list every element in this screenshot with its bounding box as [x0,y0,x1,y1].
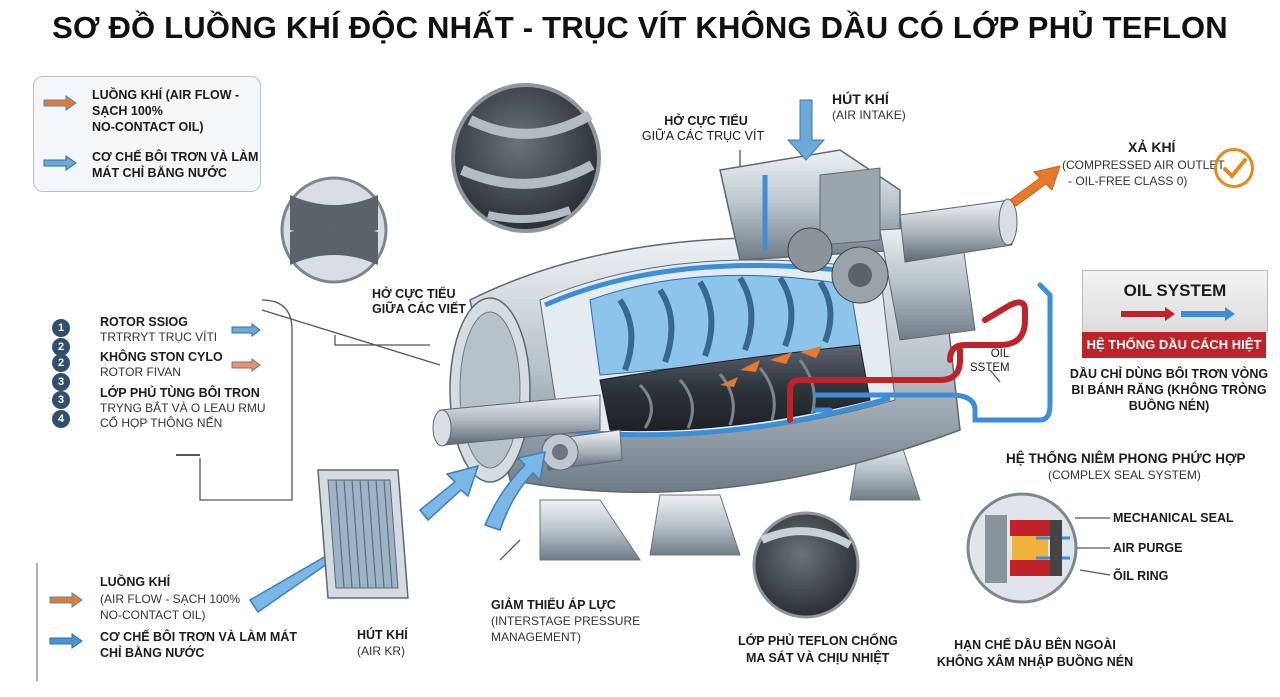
intake-arrow-icon [786,99,826,161]
legend-bottom-airflow-line1: LUỒNG KHÍ [100,575,171,589]
water-arrow-icon [231,323,261,337]
air-kr-label: HÚT KHÍ [357,628,408,642]
gap-top-label: HỞ CỰC TIỂU [664,114,748,128]
pressure-line2: (INTERSTAGE PRESSURE [491,614,641,628]
air-kr-sub: (AIR KR) [357,644,405,658]
seal-note-line2: KHÔNG XÂM NHẬP BUỒNG NÉN [936,655,1134,669]
list-item: 2 3 [52,353,70,391]
seal-title: HỆ THỐNG NIÊM PHONG PHỨC HỢP [1006,451,1246,466]
legend-top-airflow-line2: SẠCH 100% [92,104,163,118]
list-item-sub: CỔ HỌP THÔNG NẾN [100,416,223,430]
oil-system-panel: OIL SYSTEM HỆ THỐNG DẦU CÁCH HIỆT [1082,270,1268,358]
gear-oil-line3: BUỒNG NÉN) [1128,399,1210,413]
legend-bottom-water-line1: CƠ CHẾ BÔI TRƠN VÀ LÀM MÁT [100,630,298,644]
legend-top-airflow-line3: NO-CONTACT OIL) [92,120,204,134]
oil-stem-label-2: SSTEM [970,362,1010,374]
seal-sub: (COMPLEX SEAL SYSTEM) [1048,468,1201,482]
number-badge: 3 [52,391,70,409]
gear-oil-line2: BI BÁNH RĂNG (KHÔNG TRÒNG [1071,383,1267,397]
legend-bottom-border [36,563,38,681]
oil-stem-label: OIL [990,348,1010,360]
page-title: SƠ ĐỒ LUỒNG KHÍ ĐỘC NHẤT - TRỤC VÍT KHÔN… [52,10,1228,45]
legend-top [33,76,261,192]
seal-note-line1: HẠN CHẾ DẦU BÊN NGOÀI [954,638,1116,652]
list-item-sub: ROTOR FIVAN [100,365,181,379]
legend-bottom-airflow-line3: NO-CONTACT OIL) [100,608,206,622]
list-item-sub: TRTRRYT TRỤC VÍTI [100,330,218,344]
list-item-title: ROTOR SSIOG [100,315,188,329]
number-badge: 2 [52,354,70,372]
pressure-line3: MANAGEMENT) [491,630,581,644]
legend-bottom-water-line2: CHỈ BẰNG NƯỚC [100,646,205,660]
gap-left-label: HỞ CỰC TIỂU [372,287,456,301]
teflon-line1: LỚP PHỦ TEFLON CHỐNG [738,634,898,648]
air-purge-label: AIR PURGE [1113,541,1183,555]
list-item: 1 2 [52,318,70,356]
intake-label: HÚT KHÍ [832,91,889,107]
outlet-sub-1: (COMPRESSED AIR OUTLET [1062,158,1225,172]
water-arrow-icon [43,155,77,171]
magnifier-teflon [752,511,860,619]
airflow-arrow-icon [231,358,261,372]
oil-system-header: OIL SYSTEM [1082,270,1268,333]
oil-system-title: OIL SYSTEM [1123,281,1227,300]
outlet-sub-2: - OIL-FREE CLASS 0) [1068,174,1188,188]
number-badge: 2 [52,338,70,356]
mech-seal-label: MECHANICAL SEAL [1113,511,1234,525]
number-badge: 3 [52,373,70,391]
intake-sub: (AIR INTAKE) [832,108,906,122]
oil-lines [787,282,1053,423]
legend-top-water-line2: MÁT CHỈ BẰNG NƯỚC [92,166,227,180]
list-item: 3 4 [52,390,70,428]
legend-top-water-line1: CƠ CHẾ BÔI TRƠN VÀ LÀM [92,150,259,164]
water-arrow-icon [49,633,83,649]
legend-bottom-airflow-line2: (AIR FLOW - SẠCH 100% [100,592,241,606]
rotor-shafts [432,198,1018,471]
outlet-arrow-icon [1009,165,1061,207]
oil-system-sub: HỆ THỐNG DẦU CÁCH HIỆT [1082,332,1266,358]
checkmark-icon [1214,148,1254,188]
gap-left-label-sub: GIỮA CÁC VIẾT [372,302,466,316]
gap-top-label-sub: GIỮA CÁC TRỤC VÍT [641,129,765,143]
cutaway-interior [539,175,896,438]
legend-top-airflow-line1: LUỒNG KHÍ (AIR FLOW - [92,88,240,102]
oil-flow-arrows-icon [1121,307,1235,321]
magnifier-gap [280,176,388,284]
magnifier-rotor-top [451,83,601,233]
gear-oil-line1: DẦU CHỈ DÙNG BÔI TRƠN VÒNG [1069,367,1269,381]
number-badge: 4 [52,410,70,428]
airflow-arrow-icon [49,592,83,608]
number-badge: 1 [52,319,70,337]
magnifier-seal [966,492,1078,604]
airflow-arrow-icon [43,95,77,111]
pressure-line1: GIẢM THIỂU ÁP LỰC [491,598,616,612]
oil-ring-label: ÕIL RING [1113,569,1169,583]
list-item-sub: TRYNG BẮT VÀ O LEAU RMU [100,401,266,415]
outlet-label: XẢ KHÍ [1128,139,1176,155]
air-filter [317,469,409,599]
list-item-title: LỚP PHỦ TÙNG BÔI TRON [100,386,260,400]
list-item-title: KHÔNG STON CYLO [100,350,223,364]
teflon-line2: MA SÁT VÀ CHỊU NHIỆT [746,651,890,665]
